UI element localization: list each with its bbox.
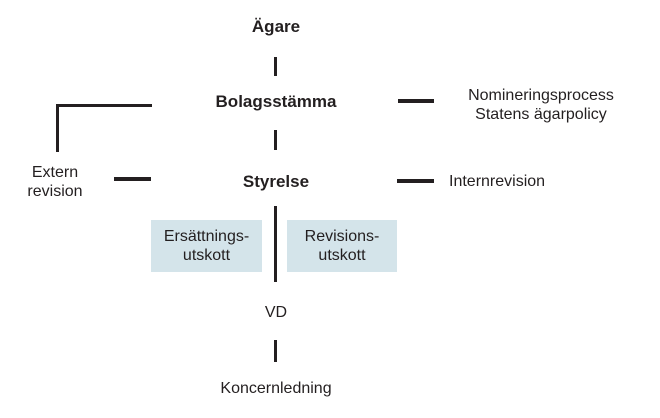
connector-board-to-ceo xyxy=(274,206,277,282)
box-audit-committee: Revisions- utskott xyxy=(287,220,397,272)
label-internal-audit: Internrevision xyxy=(449,173,546,190)
node-owner: Ägare xyxy=(251,17,301,36)
label-nomination-process: Nomineringsprocess Statens ägarpolicy xyxy=(441,86,641,124)
audit-committee-line1: Revisions- xyxy=(304,228,380,245)
connector-meeting-to-external-audit-horizontal xyxy=(56,104,152,107)
box-remuneration-committee: Ersättnings- utskott xyxy=(151,220,262,272)
connector-external-audit-to-board xyxy=(114,177,151,181)
connector-meeting-to-board xyxy=(274,130,277,150)
connector-meeting-to-nomination xyxy=(398,99,434,103)
label-nomination-line2: Statens ägarpolicy xyxy=(475,106,607,123)
node-general-meeting: Bolagsstämma xyxy=(215,92,337,111)
connector-ceo-to-group xyxy=(274,340,277,362)
label-external-audit-line1: Extern xyxy=(31,164,79,181)
connector-owner-to-meeting xyxy=(274,57,277,76)
label-nomination-line1: Nomineringsprocess xyxy=(468,87,614,104)
connector-meeting-to-external-audit-vertical xyxy=(56,104,59,152)
audit-committee-line2: utskott xyxy=(318,247,366,264)
label-external-audit-line2: revision xyxy=(27,183,83,200)
remuneration-committee-line2: utskott xyxy=(182,247,231,264)
node-ceo: VD xyxy=(264,304,288,321)
node-group-management: Koncernledning xyxy=(220,380,332,397)
connector-board-to-internal-audit xyxy=(397,179,434,183)
node-board: Styrelse xyxy=(242,172,310,191)
label-external-audit: Extern revision xyxy=(5,163,105,201)
remuneration-committee-line1: Ersättnings- xyxy=(163,228,250,245)
